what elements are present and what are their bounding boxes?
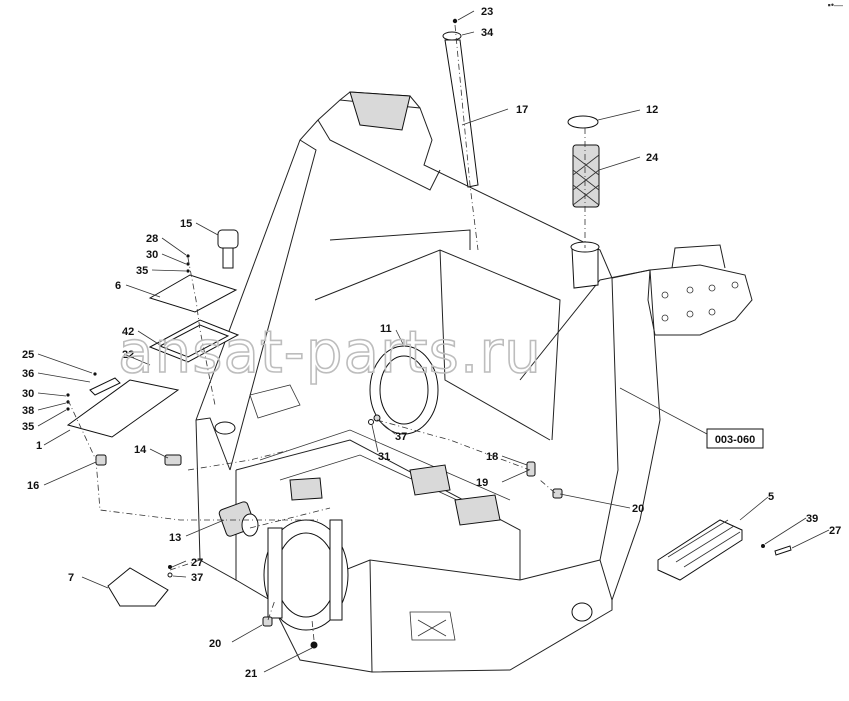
- part-12-cap: [567, 115, 599, 129]
- part-20-plug-right: [552, 488, 563, 499]
- part-20-plug-bottom: [262, 616, 273, 627]
- callout-12: 12: [646, 104, 658, 116]
- part-22-bracket: [89, 377, 121, 396]
- assembly-center-lines: [67, 24, 586, 641]
- part-16-plug: [95, 454, 107, 466]
- callout-27-left: 27: [191, 557, 203, 569]
- callout-20-right: 20: [632, 503, 644, 515]
- part-17-filler-tube: [444, 39, 479, 188]
- right-lifting-lug: [647, 244, 753, 336]
- part-1-plate: [66, 379, 180, 438]
- callout-23: 23: [481, 6, 493, 18]
- part-11-inspection-ring: [369, 345, 439, 435]
- part-7-cover: [107, 567, 169, 607]
- callout-35-upper: 35: [136, 265, 148, 277]
- callout-21: 21: [245, 668, 257, 680]
- callout-17: 17: [516, 104, 528, 116]
- callout-20-bottom: 20: [209, 638, 221, 650]
- reference-box: 003-060: [706, 428, 764, 449]
- callout-labels: 23 34 17 12 24 15 28 30 35 6 42 22 25 36…: [22, 6, 841, 680]
- callout-37-right: 37: [395, 431, 407, 443]
- callout-11: 11: [380, 323, 392, 335]
- part-21-plug-bottom: [310, 641, 318, 649]
- callout-37-left: 37: [191, 572, 203, 584]
- callout-19: 19: [476, 477, 488, 489]
- callout-13: 13: [169, 532, 181, 544]
- part-23-34-screw-cap: [442, 18, 462, 41]
- callout-22: 22: [122, 349, 134, 361]
- part-15-breather: [217, 229, 239, 269]
- part-24-strainer: [572, 144, 600, 208]
- callout-38: 38: [22, 405, 34, 417]
- callout-31: 31: [378, 451, 390, 463]
- callout-27-right: 27: [829, 525, 841, 537]
- callout-28: 28: [146, 233, 158, 245]
- callout-16: 16: [27, 480, 39, 492]
- main-frame: [195, 91, 661, 673]
- callout-1: 1: [36, 440, 42, 452]
- callout-39: 39: [806, 513, 818, 525]
- part-42-gasket: [148, 319, 240, 363]
- reference-box-label: 003-060: [715, 434, 755, 446]
- part-13-filter: [218, 501, 259, 537]
- callout-25: 25: [22, 349, 34, 361]
- callout-7: 7: [68, 572, 74, 584]
- part-39-27-bolts-right: [761, 544, 792, 556]
- callout-30-upper: 30: [146, 249, 158, 261]
- callout-30-lower: 30: [22, 388, 34, 400]
- callout-34: 34: [481, 27, 494, 39]
- part-14-spring: [164, 454, 182, 466]
- callout-5: 5: [768, 491, 774, 503]
- callout-36: 36: [22, 368, 34, 380]
- callout-15: 15: [180, 218, 192, 230]
- callout-35-lower: 35: [22, 421, 34, 433]
- leader-lines: [37, 10, 830, 673]
- part-tank-neck: [570, 241, 600, 289]
- part-31-37-washer: [368, 414, 381, 425]
- part-6-cover-plate: [148, 274, 238, 313]
- callout-6: 6: [115, 280, 121, 292]
- callout-14: 14: [134, 444, 147, 456]
- callout-24: 24: [646, 152, 659, 164]
- corner-mark: ▪•—: [827, 0, 843, 10]
- watermark-text: ansat-parts.ru: [118, 318, 542, 386]
- callout-18: 18: [486, 451, 498, 463]
- part-5-step: [657, 519, 743, 581]
- part-27-37-bolts-left: [167, 565, 173, 578]
- callout-42: 42: [122, 326, 134, 338]
